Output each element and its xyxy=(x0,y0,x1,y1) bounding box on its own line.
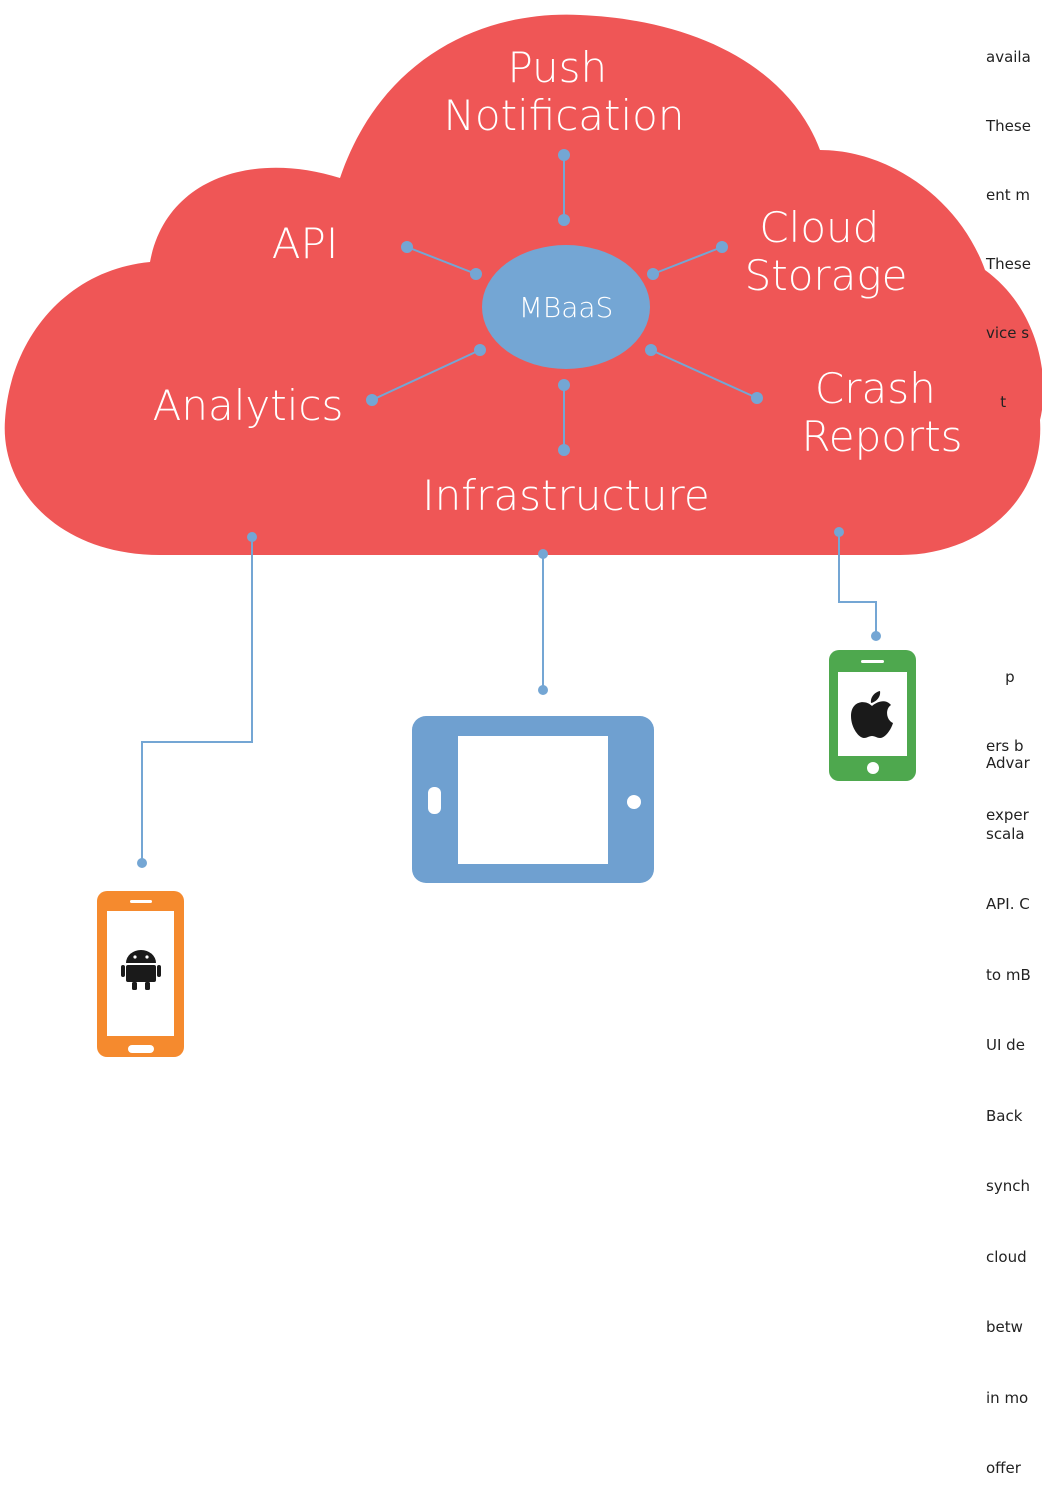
mbaas-hub xyxy=(482,245,650,369)
text-line: vice s xyxy=(986,324,1030,342)
text-line: betw xyxy=(986,1318,1023,1336)
text-line: Back xyxy=(986,1106,1023,1125)
text-line: API. C xyxy=(986,895,1030,913)
side-text-bottom: Advar scala API. C to mB UI de Back sync… xyxy=(986,705,1031,1504)
text-line: exper xyxy=(986,806,1029,824)
service-analytics: Analytics xyxy=(153,381,344,430)
device-connectors xyxy=(141,532,877,863)
text-line: These xyxy=(986,255,1031,273)
text-line: cloud xyxy=(986,1247,1027,1266)
text-line: availa xyxy=(986,48,1031,66)
android-icon xyxy=(121,950,161,990)
side-text-top: availa These ent m These vice s t xyxy=(986,0,1031,437)
text-line: to mB xyxy=(986,965,1031,984)
apple-icon xyxy=(851,691,893,738)
text-line: synch xyxy=(986,1177,1030,1195)
text-line: Advar xyxy=(986,754,1030,772)
text-line: in mo xyxy=(986,1388,1029,1407)
ios-phone xyxy=(829,650,916,781)
side-text-mid: p ers b exper xyxy=(986,620,1029,850)
mbaas-diagram: MBaaS Push Notification API Cloud Storag… xyxy=(4,14,1042,1057)
service-api: API xyxy=(272,219,338,268)
service-push-notification: Push Notification xyxy=(444,43,685,140)
text-line: scala xyxy=(986,824,1025,843)
text-line: These xyxy=(986,117,1031,135)
text-line: offer xyxy=(986,1459,1021,1477)
android-phone xyxy=(97,891,184,1057)
hub-connectors xyxy=(366,149,763,456)
text-line: ent m xyxy=(986,186,1030,204)
mbaas-hub-label: MBaaS xyxy=(519,291,614,324)
service-infrastructure: Infrastructure xyxy=(422,471,709,520)
text-line: t xyxy=(986,393,1007,411)
text-line: ers b xyxy=(986,737,1024,755)
tablet-device xyxy=(412,716,654,883)
service-crash-reports: Crash Reports xyxy=(801,364,962,461)
text-line: p xyxy=(986,668,1015,686)
text-line: UI de xyxy=(986,1036,1025,1054)
service-cloud-storage: Cloud Storage xyxy=(745,203,908,300)
